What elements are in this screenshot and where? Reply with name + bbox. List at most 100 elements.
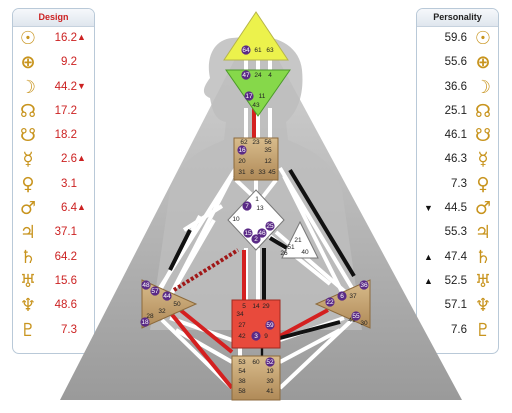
planet-row[interactable]: ♀3.1 [13, 173, 94, 197]
neptune-icon: ♆ [19, 295, 37, 317]
exalted-arrow-icon: ▲ [77, 32, 86, 42]
gate-label: 19 [266, 368, 274, 375]
active-gate-badge [241, 45, 251, 55]
gate-line-value: 7.6 [451, 323, 467, 336]
active-gate-badge [265, 357, 275, 367]
gate-line-value: 18.2 [54, 129, 77, 142]
gate-line-value: 17.2 [54, 104, 77, 117]
gate-line-value: 7.3 [451, 177, 467, 190]
planet-row[interactable]: ⊕9.2 [13, 51, 94, 75]
planet-row[interactable]: ♃ 55.3 [417, 221, 498, 245]
gate-label: 44 [163, 293, 171, 300]
centers [141, 11, 371, 401]
gate-label: 6 [340, 293, 344, 300]
planet-row[interactable]: ☋18.2 [13, 124, 94, 148]
planet-row[interactable]: ♃37.1 [13, 221, 94, 245]
north-node-icon: ☊ [475, 100, 491, 122]
venus-icon: ♀ [476, 173, 490, 195]
gate-line-value: 37.1 [54, 226, 77, 239]
active-gate-badge [359, 280, 369, 290]
planet-row[interactable]: ☉16.2▲ [13, 27, 94, 51]
saturn-icon: ♄ [19, 246, 37, 268]
neptune-icon: ♆ [474, 295, 492, 317]
planet-row[interactable]: ☽ 36.6 [417, 76, 498, 100]
planet-row[interactable]: ☿2.6▲ [13, 148, 94, 172]
gate-label: 12 [264, 158, 272, 165]
moon-icon: ☽ [19, 76, 37, 98]
gate-line-value: 52.5 [444, 274, 467, 287]
mercury-icon: ☿ [477, 149, 489, 171]
planet-row[interactable]: ☊ 17.2 [13, 100, 94, 124]
gate-label: 43 [252, 102, 260, 109]
exalted-arrow-icon: ▲ [77, 153, 86, 164]
ego-center [281, 220, 319, 259]
gate-label: 22 [326, 299, 334, 306]
gate-label: 17 [245, 93, 253, 100]
gate-label: 47 [242, 72, 250, 79]
gate-label: 35 [264, 147, 272, 154]
design-panel: Design ☉16.2▲⊕9.2☽44.2▼☊17.2☋18.2☿2.6▲♀3… [12, 8, 95, 354]
gate-label: 38 [238, 378, 246, 385]
planet-row[interactable]: ♆48.6 [13, 294, 94, 318]
planet-row[interactable]: ♅52.5▲ [417, 270, 498, 294]
gate-label: 40 [301, 249, 309, 256]
planet-row[interactable]: ♆57.1 [417, 294, 498, 318]
ajna-center [225, 69, 291, 117]
gate-label: 23 [252, 139, 260, 146]
gate-label: 18 [141, 319, 149, 326]
planet-row[interactable]: ☿ 46.3 [417, 148, 498, 172]
active-gate-badge [244, 91, 254, 101]
active-gate-badge [242, 201, 252, 211]
gate-line-value: 55.3 [444, 226, 467, 239]
gate-line-value: 36.6 [444, 80, 467, 93]
gate-line-value: 15.6 [54, 274, 77, 287]
north-node-icon: ☊ [20, 100, 36, 122]
planet-row[interactable]: ☉59.6 [417, 27, 498, 51]
active-gate-badge [337, 291, 347, 301]
planet-row[interactable]: ⊕55.6 [417, 51, 498, 75]
planet-row[interactable]: ☽44.2▼ [13, 76, 94, 100]
planet-row[interactable]: ♀ 7.3 [417, 173, 498, 197]
design-planet-list: ☉16.2▲⊕9.2☽44.2▼☊ 17.2 ☋18.2☿2.6▲♀3.1♂6.4▲… [13, 27, 94, 343]
gate-label: 27 [238, 322, 246, 329]
earth-icon: ⊕ [475, 52, 491, 74]
gate-label: 62 [240, 139, 248, 146]
planet-row[interactable]: ♂44.5▼ [417, 197, 498, 221]
planet-row[interactable]: ♄ 64.2 [13, 246, 94, 270]
personality-title: Personality [417, 9, 498, 27]
gate-label: 32 [158, 308, 166, 315]
personality-planet-list: ☉59.6⊕55.6☽ 36.6 ☊ 25.1 ☋46.1☿ 46.3 ♀ 7.3 ♂44.5▼… [417, 27, 498, 343]
gate-label: 21 [294, 237, 302, 244]
planet-row[interactable]: ☊ 25.1 [417, 100, 498, 124]
gate-label: 8 [250, 169, 254, 176]
gate-label: 56 [264, 139, 272, 146]
gate-line-value: 25.1 [444, 104, 467, 117]
active-gate-badge [257, 228, 267, 238]
gate-label: 3 [254, 333, 258, 340]
planet-row[interactable]: ♄47.4▲ [417, 246, 498, 270]
gate-label: 52 [266, 359, 274, 366]
gate-label: 63 [266, 47, 274, 54]
planet-row[interactable]: ♅15.6 [13, 270, 94, 294]
moon-icon: ☽ [474, 76, 492, 98]
gate-label: 4 [268, 72, 272, 79]
gate-label: 13 [256, 205, 264, 212]
gate-label: 34 [236, 311, 244, 318]
detriment-arrow-icon: ▼ [77, 80, 86, 91]
gate-line-value: 47.4 [444, 250, 467, 263]
gate-label: 30 [360, 320, 368, 327]
gate-label: 33 [258, 169, 266, 176]
planet-row[interactable]: ♂6.4▲ [13, 197, 94, 221]
planet-row[interactable]: ♇7.3 [13, 319, 94, 343]
jupiter-icon: ♃ [474, 222, 492, 244]
gate-label: 11 [259, 93, 266, 100]
gate-label: 45 [268, 169, 276, 176]
gate-label: 53 [238, 359, 246, 366]
gate-line-value: 46.3 [444, 153, 467, 166]
active-gate-badge [150, 286, 160, 296]
gate-line-value: 64.2 [54, 250, 77, 263]
sun-icon: ☉ [474, 28, 492, 49]
active-gate-badge [241, 70, 251, 80]
planet-row[interactable]: ♇7.6 [417, 319, 498, 343]
planet-row[interactable]: ☋46.1 [417, 124, 498, 148]
